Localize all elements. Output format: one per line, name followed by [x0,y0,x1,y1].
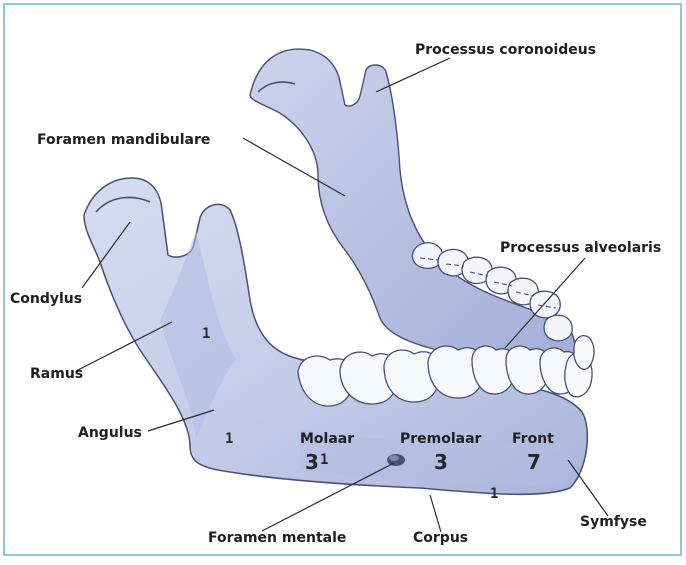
label-processus-alveolaris: Processus alveolaris [500,240,661,256]
region-marker-corpus: 1 [490,486,498,502]
label-front: Front [512,431,554,447]
label-premolaar: Premolaar [400,431,482,447]
region-marker-ramus: 1 [202,326,210,342]
label-condylus: Condylus [10,291,82,307]
label-processus-coronoideus: Processus coronoideus [415,42,596,58]
label-angulus: Angulus [78,425,142,441]
label-molaar: Molaar [300,431,354,447]
molaar-count: 3 [305,450,319,474]
front-count: 7 [527,450,541,474]
region-marker-angulus: 1 [225,431,233,447]
label-ramus: Ramus [30,366,83,382]
label-corpus: Corpus [413,530,468,546]
premolaar-count: 3 [434,450,448,474]
label-foramen-mandibulare: Foramen mandibulare [37,132,210,148]
molaar-count-superscript: 1 [320,452,328,468]
label-foramen-mentale: Foramen mentale [208,530,346,546]
label-symfyse: Symfyse [580,514,647,530]
